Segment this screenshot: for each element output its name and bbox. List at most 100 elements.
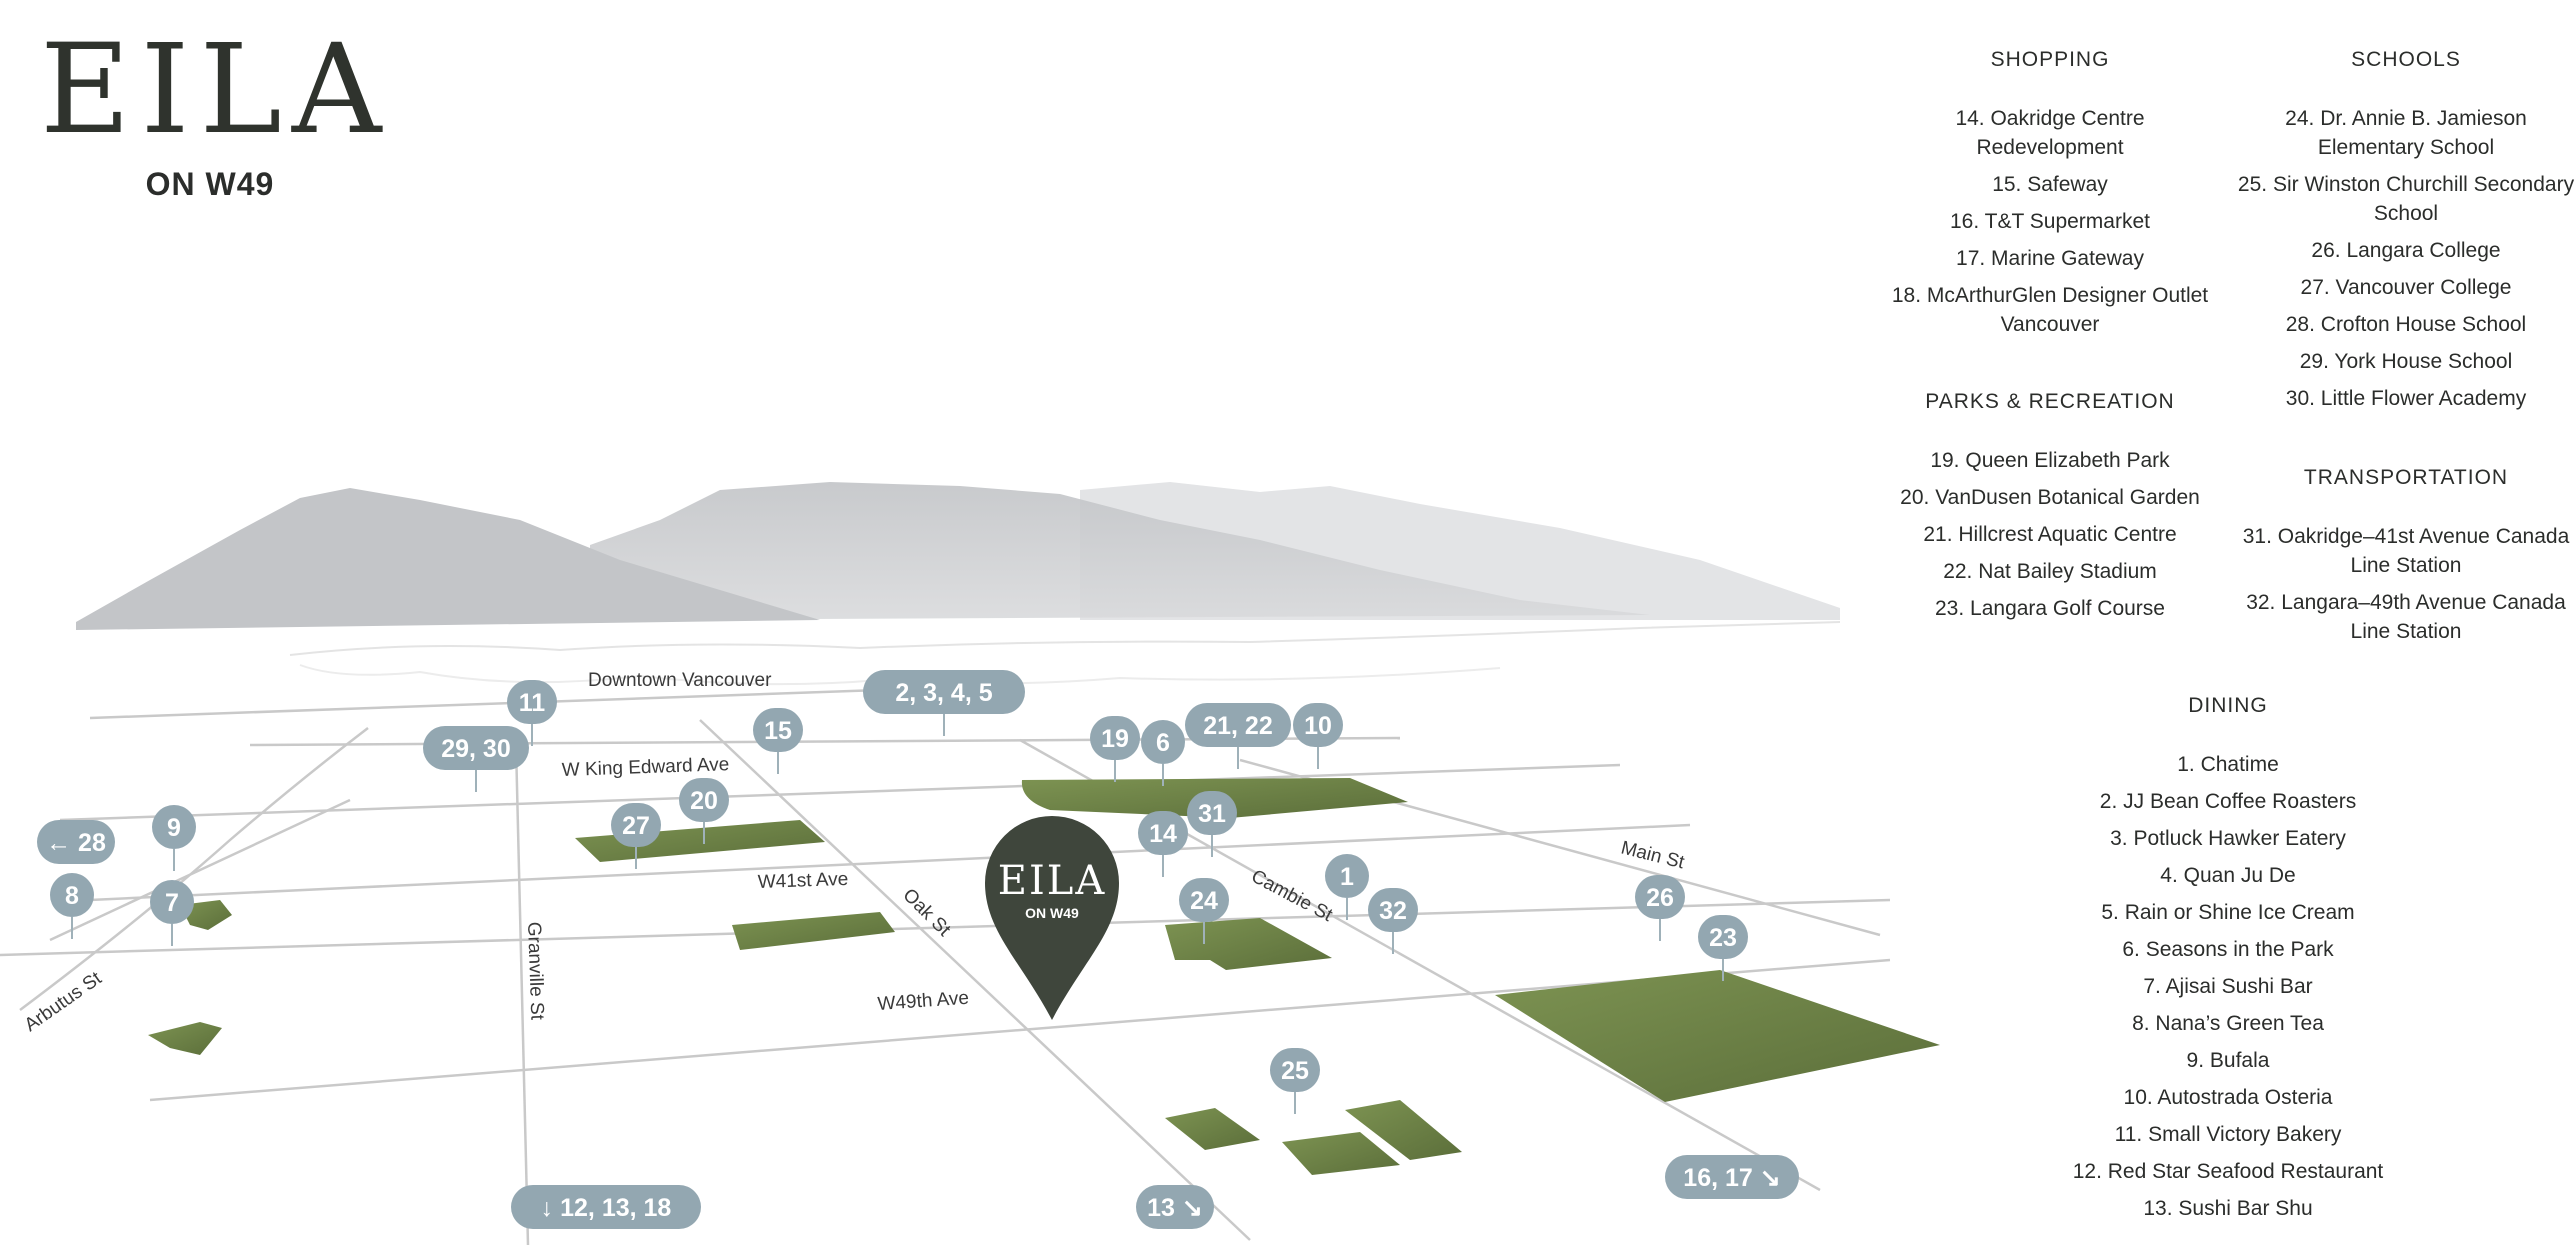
pin-2122[interactable]: 21, 22 [1185, 703, 1291, 769]
pin-11[interactable]: 11 [507, 680, 557, 746]
pin-7[interactable]: 7 [150, 880, 194, 946]
pin-label: 10 [1304, 712, 1332, 740]
pin-32[interactable]: 32 [1368, 888, 1418, 954]
pin-label: 13 ↘ [1147, 1194, 1203, 1222]
neighbourhood-map[interactable]: Downtown Vancouver W King Edward Ave W41… [0, 0, 1940, 1245]
legend-transportation: TRANSPORTATION 31. Oakridge–41st Avenue … [2236, 466, 2576, 654]
pin-24[interactable]: 24 [1179, 878, 1229, 944]
legend-transportation-title: TRANSPORTATION [2303, 466, 2509, 489]
pin-badge [507, 680, 557, 724]
street-labels: Downtown Vancouver W King Edward Ave W41… [21, 670, 1687, 1036]
legend-item: 8. Nana’s Green Tea [2132, 1012, 2324, 1035]
marker-brand-subtitle: ON W49 [1025, 905, 1079, 921]
pin-label: 29, 30 [441, 735, 511, 763]
legend-shopping: SHOPPING 14. Oakridge Centre Redevelopme… [1880, 48, 2220, 347]
road-network [0, 688, 1891, 1245]
legend-item: 13. Sushi Bar Shu [2143, 1197, 2313, 1220]
legend-item: 21. Hillcrest Aquatic Centre [1923, 523, 2177, 546]
pin-badge [753, 708, 803, 752]
legend-parks: PARKS & RECREATION 19. Queen Elizabeth P… [1880, 390, 2220, 631]
pin-10[interactable]: 10 [1293, 703, 1343, 769]
pin-1617[interactable]: 16, 17 ↘ [1665, 1155, 1799, 1199]
pin-13[interactable]: 13 ↘ [1136, 1185, 1214, 1229]
pin-14[interactable]: 14 [1138, 811, 1188, 877]
marker-shape [985, 816, 1119, 1020]
park-school-b [1282, 1132, 1400, 1175]
road-oak [699, 719, 1251, 1241]
pin-label: 31 [1198, 800, 1226, 828]
brand-logo: EILA ON W49 [40, 28, 381, 203]
road-left [49, 798, 351, 942]
pin-badge [423, 726, 529, 770]
legend-dining-title: DINING [2188, 694, 2268, 717]
legend-item: 9. Bufala [2186, 1049, 2270, 1072]
pin-6[interactable]: 6 [1141, 720, 1185, 786]
legend-item: 23. Langara Golf Course [1935, 597, 2165, 620]
road-49th [149, 958, 1891, 1102]
park-langara-golf [1495, 970, 1940, 1102]
legend-item: 10. Autostrada Osteria [2123, 1086, 2333, 1109]
park-school-a [1165, 1108, 1260, 1150]
pin-19[interactable]: 19 [1090, 716, 1140, 782]
pin-label: 23 [1709, 924, 1737, 952]
legend-item: 11. Small Victory Bakery [2114, 1123, 2342, 1146]
pin-8[interactable]: 8 [50, 873, 94, 939]
pin-badge [863, 670, 1025, 714]
legend-item: 12. Red Star Seafood Restaurant [2072, 1160, 2384, 1183]
park-cambie [1165, 918, 1332, 970]
brand-subtitle: ON W49 [145, 166, 275, 202]
pin-20[interactable]: 20 [679, 778, 729, 844]
legend-item: 3. Potluck Hawker Eatery [2110, 827, 2346, 850]
pin-badge [1136, 1185, 1214, 1229]
pin-23[interactable]: 23 [1698, 915, 1748, 981]
legend-item: 15. Safeway [1992, 173, 2108, 196]
pin-badge [1090, 716, 1140, 760]
pin-27[interactable]: 27 [611, 803, 661, 869]
pin-31[interactable]: 31 [1187, 791, 1237, 857]
label-king-edward: W King Edward Ave [561, 754, 729, 781]
pin-label: 24 [1190, 887, 1218, 915]
pin-label: 19 [1101, 725, 1129, 753]
label-w41st: W41st Ave [757, 869, 848, 893]
pin-2930[interactable]: 29, 30 [423, 726, 529, 792]
mountain-range [76, 482, 1841, 686]
pin-15[interactable]: 15 [753, 708, 803, 774]
pin-label: 8 [65, 882, 79, 910]
legend-item: 29. York House School [2299, 350, 2513, 373]
pin-28[interactable]: ← 28 [37, 820, 115, 864]
pin-label: 16, 17 ↘ [1683, 1164, 1780, 1192]
legend-item: 5. Rain or Shine Ice Cream [2101, 901, 2355, 924]
eila-location-marker[interactable]: EILA ON W49 [985, 816, 1119, 1020]
legend-item: 20. VanDusen Botanical Garden [1900, 486, 2200, 509]
park-vandusen [575, 820, 825, 862]
pin-badge [1270, 1048, 1320, 1092]
pin-26[interactable]: 26 [1635, 875, 1685, 941]
pin-label: 9 [167, 814, 181, 842]
pin-badge [1138, 811, 1188, 855]
pin-badge [1185, 703, 1291, 747]
legend-item: 31. Oakridge–41st Avenue Canada Line Sta… [2242, 525, 2570, 577]
pin-label: ← 28 [46, 829, 106, 857]
road-arbutus [19, 727, 369, 1011]
pin-2345[interactable]: 2, 3, 4, 5 [863, 670, 1025, 736]
legend-shopping-title: SHOPPING [1990, 48, 2110, 71]
legend-item: 2. JJ Bean Coffee Roasters [2099, 790, 2357, 813]
pin-25[interactable]: 25 [1270, 1048, 1320, 1114]
pin-121318[interactable]: ↓ 12, 13, 18 [511, 1185, 701, 1229]
pin-badge [1665, 1155, 1799, 1199]
legend-item: 30. Little Flower Academy [2285, 387, 2527, 410]
label-downtown-vancouver: Downtown Vancouver [588, 670, 772, 691]
pin-badge [1635, 875, 1685, 919]
label-granville-st: Granville St [523, 921, 547, 1021]
park-41st [732, 912, 895, 950]
pin-badge [1179, 878, 1229, 922]
pin-1[interactable]: 1 [1325, 854, 1369, 920]
pin-badge [37, 820, 115, 864]
legend-item: 6. Seasons in the Park [2122, 938, 2334, 961]
pin-label: 21, 22 [1203, 712, 1273, 740]
label-main-st: Main St [1619, 837, 1687, 873]
pin-badge [1325, 854, 1369, 898]
pin-9[interactable]: 9 [152, 805, 196, 871]
park-left-lower [148, 1022, 222, 1055]
